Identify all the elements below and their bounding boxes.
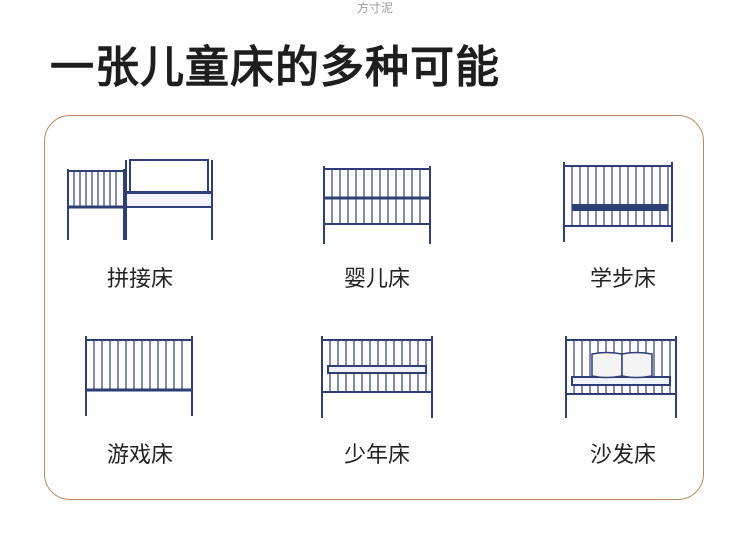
bed-modes-panel <box>44 115 704 500</box>
bed-label-playpen: 游戏床 <box>106 443 173 468</box>
page-title: 一张儿童床的多种可能 <box>50 42 500 93</box>
crib-icon <box>323 166 431 244</box>
bed-label-youth: 少年床 <box>343 443 410 468</box>
bedside-crib-icon <box>67 159 213 240</box>
youth-bed-icon <box>321 336 433 418</box>
bed-label-toddler: 学步床 <box>589 267 656 292</box>
bed-label-sofa: 沙发床 <box>589 443 656 468</box>
bed-label-crib: 婴儿床 <box>343 267 410 292</box>
brand-logo-text: 方寸泥 <box>356 1 393 15</box>
bed-label-bedside-crib: 拼接床 <box>106 267 173 292</box>
playpen-icon <box>85 336 193 416</box>
sofa-bed-icon <box>565 336 677 418</box>
toddler-bed-icon <box>563 162 673 242</box>
